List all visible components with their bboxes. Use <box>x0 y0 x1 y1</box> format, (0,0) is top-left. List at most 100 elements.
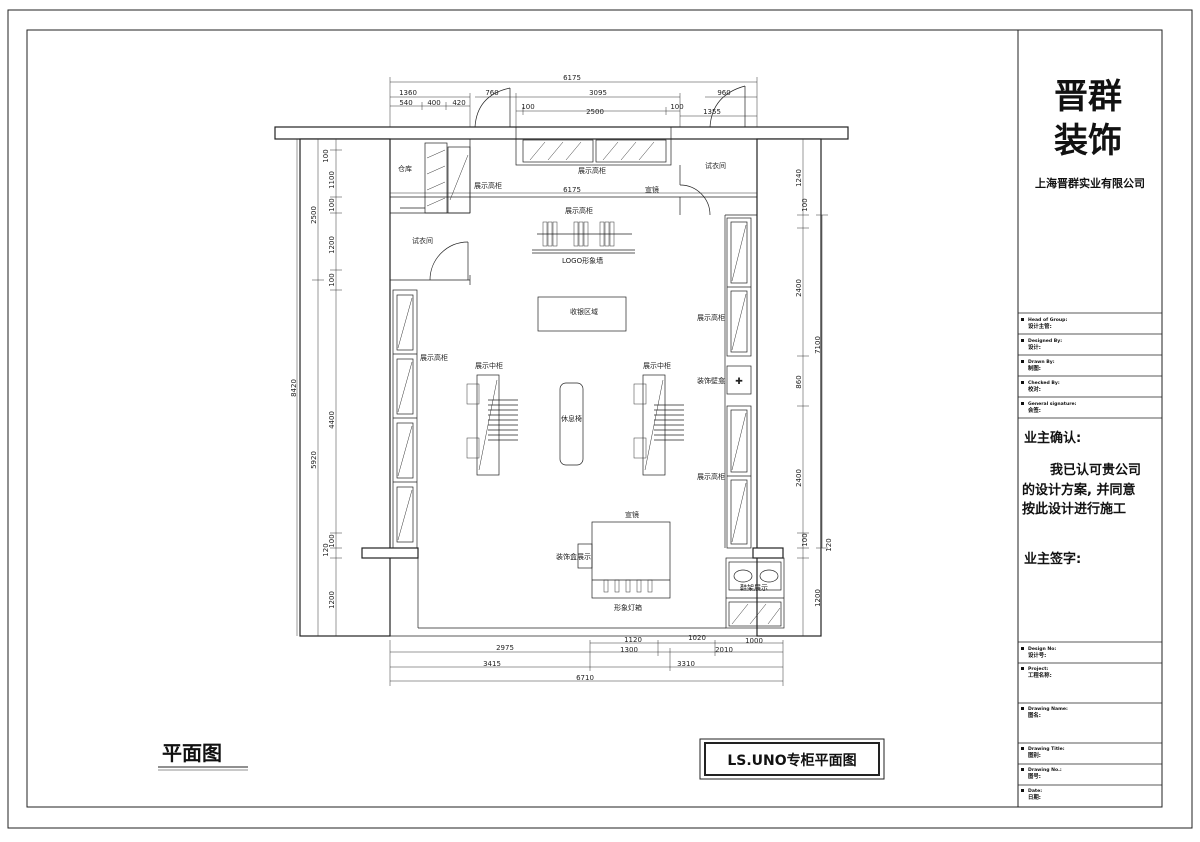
company-name: 上海晋群实业有限公司 <box>1035 176 1145 190</box>
svg-text:设计号:: 设计号: <box>1028 651 1046 659</box>
dim-top-mid-b: 2500 <box>586 108 604 116</box>
label-mirror-bottom: 宣镜 <box>625 510 639 519</box>
svg-text:Drawing Title:: Drawing Title: <box>1028 746 1065 752</box>
tb-row-head: Head of Group: 设计主管: <box>1021 317 1067 330</box>
svg-text:Project:: Project: <box>1028 666 1048 672</box>
top-showcase-recess <box>515 126 672 166</box>
dim-left-9: 1200 <box>328 591 336 609</box>
company-logo-line2: 装饰 <box>1054 121 1122 161</box>
dim-left-2: 1100 <box>328 171 336 189</box>
label-warehouse: 仓库 <box>398 164 412 173</box>
svg-text:Drawing No.:: Drawing No.: <box>1028 767 1062 773</box>
dim-bottom-h: 3310 <box>677 660 695 668</box>
dim-bottom-f: 1000 <box>745 637 763 645</box>
tb-row-checked: Checked By: 校对: <box>1021 380 1060 393</box>
warehouse-shelf <box>424 142 448 214</box>
dim-right-1: 1240 <box>795 169 803 187</box>
owner-text-line1: 我已认可贵公司 <box>1050 462 1141 478</box>
floor-plan: ✚ <box>274 85 849 637</box>
dim-bottom-g: 3415 <box>483 660 501 668</box>
svg-text:Drawing Name:: Drawing Name: <box>1028 706 1068 712</box>
svg-text:设计:: 设计: <box>1028 343 1041 351</box>
label-display-high-center: 展示高柜 <box>565 206 593 215</box>
dim-right-3: 2400 <box>795 279 803 297</box>
tb-row-general: General signature: 会签: <box>1021 401 1077 414</box>
owner-confirm-label: 业主确认: <box>1024 430 1081 446</box>
label-rest-seat: 休息椅 <box>561 414 582 423</box>
image-lightbox <box>591 521 671 599</box>
svg-text:Date:: Date: <box>1028 788 1042 794</box>
label-display-high-right-bottom: 展示高柜 <box>697 472 725 481</box>
dim-top-right: 1355 <box>703 108 721 116</box>
dim-top-door-right: 960 <box>717 89 730 97</box>
dim-left-4: 1200 <box>328 236 336 254</box>
dim-right-8: 1200 <box>814 589 822 607</box>
cashier-counter <box>537 296 627 332</box>
logo-wall-hangers <box>537 221 632 247</box>
svg-text:图名:: 图名: <box>1028 711 1041 719</box>
dim-right-5: 2400 <box>795 469 803 487</box>
svg-text:图别:: 图别: <box>1028 751 1041 759</box>
shoe-display-cabinet <box>725 557 785 629</box>
dim-left-3: 100 <box>328 198 336 211</box>
dim-bottom-b: 1120 <box>624 636 642 644</box>
top-showcase-left <box>522 139 594 163</box>
label-mirror-top: 宣镜 <box>645 185 659 194</box>
tb-row-drawn: Drawn By: 制图: <box>1021 359 1055 372</box>
svg-text:制图:: 制图: <box>1028 364 1041 372</box>
lightbox-hangers <box>603 579 653 593</box>
tb-row-date: Date: 日期: <box>1021 788 1042 801</box>
display-high-cabinet-topleft <box>447 146 471 214</box>
plan-title: 平面图 <box>162 741 222 765</box>
label-display-high-left: 展示高柜 <box>420 353 448 362</box>
dim-left-8: 120 <box>322 543 330 556</box>
dim-bottom-e: 2010 <box>715 646 733 654</box>
svg-text:工程名称:: 工程名称: <box>1028 671 1052 679</box>
label-logo-wall: LOGO形象墙 <box>562 256 603 265</box>
dim-right-4: 860 <box>795 375 803 388</box>
outer-frame <box>7 9 1193 829</box>
dim-bottom-d: 1020 <box>688 634 706 642</box>
label-display-mid-left: 展示中柜 <box>475 361 503 370</box>
owner-sign-label: 业主签字: <box>1024 551 1081 567</box>
right-mid-hangers <box>633 383 684 459</box>
top-door-left-swing <box>474 87 511 128</box>
label-fitting-room-right: 试衣间 <box>705 161 726 170</box>
label-display-high-top: 展示高柜 <box>578 166 606 175</box>
dim-bottom-c: 1300 <box>620 646 638 654</box>
dim-bottom-total: 6710 <box>576 674 594 682</box>
label-display-mid-right: 展示中柜 <box>643 361 671 370</box>
dim-right-6: 100 <box>801 533 809 546</box>
right-display-high-cabinets-bottom <box>726 405 752 549</box>
label-shoe-display: 鞋架展示 <box>740 583 768 592</box>
label-image-lightbox: 形象灯箱 <box>614 603 642 612</box>
svg-text:Head of Group:: Head of Group: <box>1028 317 1067 323</box>
right-outer-wall <box>756 138 822 637</box>
svg-text:Drawn By:: Drawn By: <box>1028 359 1055 365</box>
owner-text-line3: 按此设计进行施工 <box>1022 501 1126 517</box>
tb-row-design-no: Design No: 设计号: <box>1021 646 1056 659</box>
dim-top-mid-c: 100 <box>670 103 683 111</box>
label-display-high-right-top: 展示高柜 <box>697 313 725 322</box>
dim-right-total: 7100 <box>814 336 822 354</box>
label-deco-box-display: 装饰盒展示 <box>556 552 591 561</box>
dimension-lines: 6175 1360 540 400 420 760 3095 960 100 2… <box>290 74 833 686</box>
svg-text:设计主管:: 设计主管: <box>1028 322 1052 330</box>
left-wall-ledge <box>361 547 419 559</box>
dim-top-mid-a: 100 <box>521 103 534 111</box>
label-fitting-room-left: 试衣间 <box>412 236 433 245</box>
dim-inner-width: 6175 <box>563 186 581 194</box>
top-door-right-swing <box>709 85 746 128</box>
dim-top-left-b: 400 <box>427 99 440 107</box>
left-display-high-cabinets <box>392 289 418 549</box>
fitting-room-door-left <box>429 241 469 281</box>
niche-plus-icon: ✚ <box>735 377 743 387</box>
top-wall <box>274 126 849 140</box>
tb-row-designed: Designed By: 设计: <box>1021 338 1062 351</box>
label-display-high-top-left: 展示高柜 <box>474 181 502 190</box>
dim-bottom-a: 2975 <box>496 644 514 652</box>
dim-right-2: 100 <box>801 198 809 211</box>
tb-row-drawing-title: Drawing Title: 图别: <box>1021 746 1065 759</box>
decorative-niche <box>726 365 752 395</box>
right-wall-ledge <box>752 547 784 559</box>
